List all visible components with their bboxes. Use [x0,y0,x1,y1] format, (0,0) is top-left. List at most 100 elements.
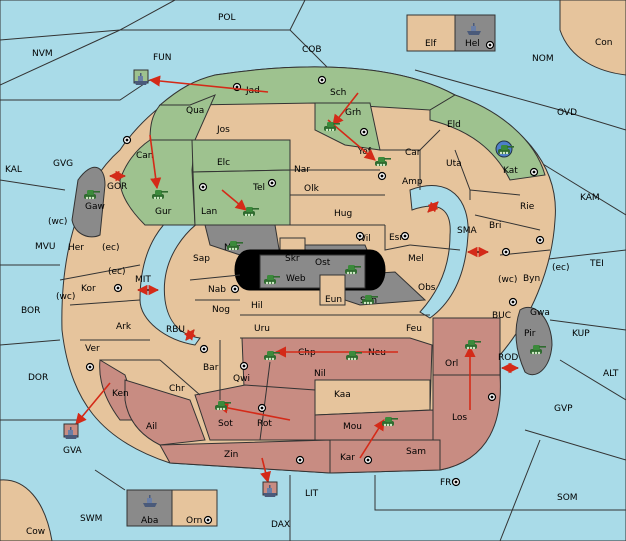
sea-label-pol: POL [218,13,236,23]
sea-label-swm: SWM [80,514,102,524]
label-chr: Chr [169,384,185,394]
label-lan: Lan [201,207,217,217]
province-pir[interactable] [515,307,553,376]
label-feu: Feu [406,324,422,334]
sea-label-bor: BOR [21,306,40,316]
label-orl: Orl [445,359,458,369]
label-gwa: Gwa [530,308,550,318]
sea-label-kam: KAM [580,193,600,203]
province-ail[interactable] [124,379,206,446]
label-neu: Neu [368,348,386,358]
label-her: Her [68,243,84,253]
label-con: Con [595,38,613,48]
sea-label-dax: DAX [271,520,290,530]
label-hil: Hil [251,301,263,311]
sea-label-nvm: NVM [32,49,53,59]
label-elf: Elf [425,39,437,49]
label-sot: Sot [218,419,233,429]
supply-centers [85,40,545,525]
sea-label-fun: FUN [153,53,172,63]
label-web: Web [286,274,306,284]
order-arrow [75,382,111,425]
label-cow: Cow [26,527,45,537]
label-jos: Jos [216,125,230,135]
label-rot: Rot [257,419,272,429]
label-nog: Nog [212,305,230,315]
label-esm: Esm [389,233,408,243]
label-gur: Gur [155,207,172,217]
label-kar: Kar [340,453,355,463]
label-qwi: Qwi [233,374,250,384]
coast-tag-kor-ec: (ec) [108,267,126,277]
order-arrow [359,419,385,459]
label-ken: Ken [112,389,129,399]
label-tel: Tel [252,183,265,193]
label-rie: Rie [520,202,535,212]
label-can: Can [136,151,154,161]
label-orn: Orn [186,516,202,526]
sea-label-nom: NOM [532,54,554,64]
sea-label-dor: DOR [28,373,48,383]
label-kaa: Kaa [334,390,351,400]
sea-label-buc: BUC [492,311,511,321]
sea-sma-channel [409,185,469,319]
label-wil: Wil [357,234,371,244]
label-nab: Nab [208,285,226,295]
sea-label-gvp: GVP [554,404,573,414]
label-los: Los [452,413,467,423]
order-arrow [327,119,376,161]
label-sch: Sch [330,88,346,98]
label-nil: Nil [314,369,326,379]
province-eun[interactable] [319,274,346,306]
province-gaw[interactable] [71,167,106,238]
order-arrow [260,457,271,484]
label-car: Car [405,148,421,158]
label-aba: Aba [141,516,158,526]
label-uru: Uru [254,324,270,334]
label-bar: Bar [203,363,219,373]
sea-label-gor: GOR [107,182,127,192]
province-jad-sch[interactable] [158,66,457,111]
label-nar: Nar [294,165,310,175]
label-ark: Ark [116,322,132,332]
sea-label-lit: LIT [305,489,319,499]
order-arrow [332,92,359,126]
province-eld-kat[interactable] [429,94,546,181]
label-kor: Kor [81,284,96,294]
label-eld: Eld [447,120,461,130]
order-arrow [221,189,247,211]
order-arrow [216,402,291,421]
sea-label-cob: COB [302,45,322,55]
label-eun: Eun [325,295,342,305]
label-amp: Amp [402,177,423,187]
order-arrows [75,75,476,484]
units-fleets [63,23,481,507]
sea-label-mit: MIT [135,275,151,285]
label-zin: Zin [224,450,238,460]
province-elc[interactable] [191,139,291,173]
province-kar-sam[interactable] [329,439,441,474]
label-elc: Elc [217,158,230,168]
label-skr: Skr [285,254,300,264]
province-grh[interactable] [314,102,381,151]
sea-label-tei: TEI [589,259,604,269]
label-sam: Sam [406,447,426,457]
label-bri: Bri [489,221,501,231]
sea-label-alt: ALT [603,369,619,379]
label-chp: Chp [298,348,316,358]
label-ail: Ail [146,422,157,432]
coast-tag-byn-ec: (ec) [552,263,570,273]
coast-tag-byn-wc: (wc) [498,275,517,285]
label-hug: Hug [334,209,352,219]
sea-label-ovd: OVD [557,108,577,118]
province-kaa[interactable] [314,379,431,416]
label-obs: Obs [418,283,436,293]
order-arrow [148,75,269,93]
sea-label-kup: KUP [572,329,590,339]
canal-markers [108,170,520,374]
province-qua[interactable] [149,94,216,141]
sea-labels: POL NVM FUN COB NOM OVD KAL GVG GOR KAM … [5,13,619,530]
double-arrow-icon [183,329,197,341]
